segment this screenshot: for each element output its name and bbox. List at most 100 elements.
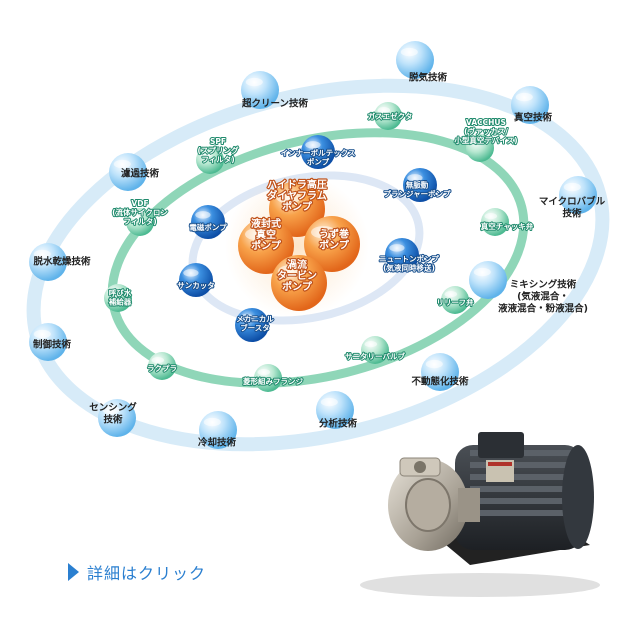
pump-type-node[interactable]: 電磁ポンプ <box>188 205 228 239</box>
outer-technology-label: 濾過技術 <box>121 168 160 180</box>
component-node[interactable]: ラクプラ <box>146 352 178 380</box>
sphere-highlight <box>239 314 255 322</box>
component-node[interactable]: VACCHUS(ヴァッカス/小型真空デバイス) <box>453 117 519 162</box>
outer-technology-node[interactable]: ミキシング技術(気液混合・液液混合・粉液混合) <box>469 261 588 315</box>
sphere-highlight <box>276 191 302 204</box>
sphere-blue-icon <box>191 205 225 239</box>
outer-technology-label: 脱水乾燥技術 <box>33 256 91 268</box>
component-node[interactable]: リリーフ弁 <box>435 286 475 314</box>
pump-type-label: インナーボルテックス <box>281 148 356 158</box>
outer-technology-node[interactable]: 脱水乾燥技術 <box>29 243 91 281</box>
core-pump-label: ハイドラ高圧 <box>267 178 327 191</box>
sphere-highlight <box>278 265 304 278</box>
sphere-highlight <box>389 244 405 252</box>
outer-technology-label: (気液混合・ <box>517 291 569 303</box>
sphere-highlight <box>320 397 338 407</box>
outer-technology-node[interactable]: 超クリーン技術 <box>241 71 309 110</box>
pump-motor-photo[interactable] <box>360 432 600 597</box>
pump-type-label: サンカッタ <box>177 280 215 290</box>
outer-technology-label: センシング <box>89 402 137 414</box>
sphere-highlight <box>444 291 458 298</box>
outer-technology-node[interactable]: 脱気技術 <box>396 41 447 84</box>
component-node[interactable]: ガスエゼクタ <box>367 102 413 130</box>
outer-technology-label: 不動態化技術 <box>411 376 469 388</box>
sphere-highlight <box>33 249 51 259</box>
sphere-highlight <box>364 341 378 348</box>
component-label: フィルタ) <box>201 154 234 164</box>
pump-type-label: 電磁ポンプ <box>189 222 227 232</box>
core-glow <box>225 174 369 318</box>
component-label: ガスエゼクタ <box>368 111 413 121</box>
core-pump-label: ポンプ <box>282 280 313 293</box>
outer-technology-node[interactable]: 不動態化技術 <box>411 353 469 391</box>
details-link[interactable]: 詳細はクリック <box>68 560 206 584</box>
pump-type-label: ブースタ <box>240 323 270 333</box>
core-pump-label: ポンプ <box>251 239 282 252</box>
sphere-highlight <box>425 359 443 369</box>
core-pump-label: ポンプ <box>282 200 313 213</box>
sphere-highlight <box>311 226 337 239</box>
outer-technology-label: 液液混合・粉液混合) <box>498 303 588 315</box>
component-label: 補給器 <box>108 297 132 307</box>
outer-technology-label: 冷却技術 <box>198 437 237 449</box>
outer-technology-label: マイクロバブル <box>539 196 606 208</box>
sphere-highlight <box>305 141 321 149</box>
component-node[interactable]: サニタリーバルブ <box>344 336 406 364</box>
sphere-highlight <box>151 357 165 364</box>
outer-technology-label: 超クリーン技術 <box>241 98 309 110</box>
core-pump-label: 真空 <box>256 228 276 241</box>
pump-type-label: メカニカル <box>236 315 274 324</box>
component-label: 呼び水 <box>109 288 132 298</box>
core-pump-label: タービン <box>277 269 317 282</box>
pump-type-node[interactable]: サンカッタ <box>176 263 216 297</box>
component-label: 小型真空デバイス) <box>454 135 517 145</box>
outer-technology-label: ミキシング技術 <box>510 279 577 291</box>
pump-type-label: ポンプ <box>307 157 330 167</box>
outer-technology-node[interactable]: 濾過技術 <box>109 153 159 191</box>
outer-technology-label: 分析技術 <box>319 418 358 430</box>
component-node[interactable]: 菱形組みフランジ <box>242 364 304 392</box>
sphere-light-blue-icon <box>469 261 507 299</box>
sphere-blue-icon <box>179 263 213 297</box>
component-label: 真空チャッキ弁 <box>481 221 534 231</box>
sphere-highlight <box>245 228 271 241</box>
sphere-highlight <box>407 174 423 182</box>
sphere-highlight <box>183 269 199 277</box>
outer-technology-node[interactable]: 冷却技術 <box>198 411 237 449</box>
component-label: VACCHUS <box>466 118 506 127</box>
outer-technology-node[interactable]: 真空技術 <box>511 86 552 124</box>
sphere-highlight <box>113 159 131 169</box>
sphere-highlight <box>484 213 498 220</box>
component-node[interactable]: 真空チャッキ弁 <box>480 208 535 236</box>
core-pump-label: ダイヤフラム <box>267 189 326 202</box>
outer-technology-node[interactable]: 分析技術 <box>316 391 357 430</box>
sphere-highlight <box>203 417 221 427</box>
component-label: VDF <box>131 199 148 208</box>
core-pump-label: うず巻 <box>319 228 350 241</box>
core-pump-label: ポンプ <box>319 239 350 252</box>
pump-type-node[interactable]: ニュートンポンプ(気液同時移送) <box>378 238 440 274</box>
component-label: (スプリング <box>198 145 239 155</box>
component-label: SPF <box>210 137 226 146</box>
component-label: 菱形組みフランジ <box>243 376 303 386</box>
sphere-highlight <box>377 107 391 114</box>
outer-technology-node[interactable]: 制御技術 <box>29 323 71 361</box>
sphere-highlight <box>199 151 213 158</box>
core-pump-label: 渦流 <box>287 258 307 271</box>
component-label: ラクプラ <box>147 363 177 373</box>
details-link-label: 詳細はクリック <box>87 564 207 583</box>
outer-technology-label: 脱気技術 <box>409 72 448 84</box>
